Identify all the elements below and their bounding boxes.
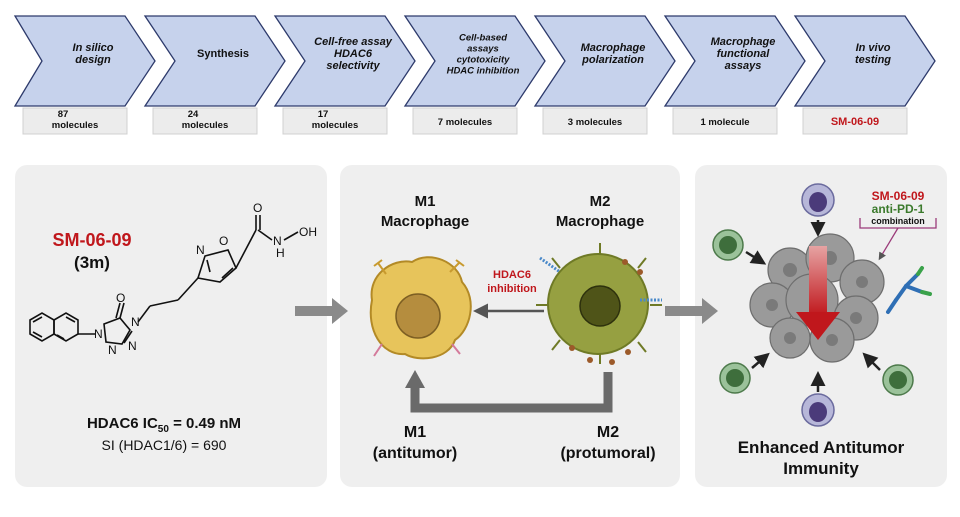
pipeline-step-title: assays xyxy=(467,44,499,55)
pipeline-step-title: Cell-free assay xyxy=(314,36,393,48)
ic50-label: HDAC6 IC50 = 0.49 nM xyxy=(87,415,241,435)
compound-panel xyxy=(15,165,327,487)
inhibition-label: inhibition xyxy=(487,283,537,295)
molecule-count: 7 molecules xyxy=(438,117,492,128)
pipeline-chevron xyxy=(663,15,806,107)
svg-text:H: H xyxy=(276,246,285,260)
pipeline-step-title: Macrophage xyxy=(581,42,646,54)
combo-drug: SM-06-09 xyxy=(872,189,925,203)
molecule-count-box xyxy=(802,107,908,135)
selectivity-index: SI (HDAC1/6) = 690 xyxy=(102,437,227,453)
molecule-count: 1 molecule xyxy=(700,117,749,128)
svg-text:N: N xyxy=(273,234,282,248)
attack-arrows xyxy=(745,220,881,392)
m2-bottom-label: M2 xyxy=(597,424,619,441)
svg-text:N: N xyxy=(108,343,117,357)
t-cell-right-bottom xyxy=(882,364,914,396)
m1-title-sub: Macrophage xyxy=(381,213,469,230)
pipeline-step-title: Cell-based xyxy=(459,33,507,44)
pipeline-step-title: In silico xyxy=(73,42,114,54)
molecule-count-box xyxy=(542,107,648,135)
loop-arrow xyxy=(405,370,613,413)
pipeline-step-title: In vivo xyxy=(856,42,891,54)
pipeline: In silicodesign87moleculesSynthesis24mol… xyxy=(13,15,936,135)
pipeline-step-title: cytotoxicity xyxy=(457,55,511,66)
molecule-count: molecules xyxy=(312,120,358,131)
molecule-count-box xyxy=(152,107,258,135)
pipeline-step-title: HDAC inhibition xyxy=(447,66,520,77)
m1-title: M1 xyxy=(415,193,436,210)
pipeline-chevron xyxy=(793,15,936,107)
molecule-count: 24 xyxy=(188,109,199,120)
molecule-count-box xyxy=(672,107,778,135)
molecule-count-box xyxy=(22,107,128,135)
pipeline-step-title: testing xyxy=(855,54,891,66)
structure-atoms: N O O N H OH O N N N N xyxy=(94,201,317,357)
m2-title-sub: Macrophage xyxy=(556,213,644,230)
pipeline-chevron xyxy=(13,15,156,107)
panel-arrow-1 xyxy=(295,298,348,324)
molecule-count: molecules xyxy=(182,120,228,131)
combo-label: combination xyxy=(871,216,925,226)
svg-text:N: N xyxy=(131,315,140,329)
tumor-reduction-arrow xyxy=(796,246,840,340)
pipeline-step-title: Synthesis xyxy=(197,48,249,60)
molecule-count: SM-06-09 xyxy=(831,116,879,128)
m2-bottom-sub: (protumoral) xyxy=(560,445,655,462)
nk-cell-bottom xyxy=(801,393,835,427)
pipeline-chevron xyxy=(533,15,676,107)
combo-pointer xyxy=(878,227,899,261)
svg-text:O: O xyxy=(219,234,228,248)
hdac6-label: HDAC6 xyxy=(493,269,531,281)
molecule-count-box xyxy=(412,107,518,135)
antibody-icon xyxy=(886,266,932,314)
pipeline-step-title: selectivity xyxy=(326,60,380,72)
molecule-count: 87 xyxy=(58,109,69,120)
nk-cell-top xyxy=(801,183,835,217)
svg-text:O: O xyxy=(116,291,125,305)
svg-text:N: N xyxy=(196,243,205,257)
svg-text:OH: OH xyxy=(299,225,317,239)
pipeline-step-title: Macrophage xyxy=(711,36,776,48)
combo-antibody: anti-PD-1 xyxy=(872,202,925,216)
molecule-count: 17 xyxy=(318,109,329,120)
m1-macrophage-cell xyxy=(369,256,472,360)
immunity-title-sub: Immunity xyxy=(783,459,859,478)
molecule-count: molecules xyxy=(52,120,98,131)
m1-bottom-label: M1 xyxy=(404,424,426,441)
immunity-title: Enhanced Antitumor xyxy=(738,438,905,457)
svg-text:O: O xyxy=(253,201,262,215)
chemical-structure xyxy=(29,215,299,345)
tumor-nuclei xyxy=(766,251,868,346)
pipeline-step-title: assays xyxy=(725,60,762,72)
immune-cells xyxy=(712,183,914,427)
panel-arrow-2 xyxy=(665,298,718,324)
svg-text:N: N xyxy=(128,339,137,353)
pipeline-chevron xyxy=(273,15,416,107)
compound-code: (3m) xyxy=(74,253,110,272)
compound-name: SM-06-09 xyxy=(52,230,131,250)
m1-bottom-sub: (antitumor) xyxy=(373,445,457,462)
pipeline-chevron xyxy=(403,15,546,107)
pipeline-step-title: polarization xyxy=(581,54,644,66)
m2-title: M2 xyxy=(590,193,611,210)
t-cell-left-bottom xyxy=(719,362,751,394)
pipeline-step-title: HDAC6 xyxy=(334,48,373,60)
pipeline-step-title: functional xyxy=(717,48,770,60)
pipeline-step-title: design xyxy=(75,54,111,66)
svg-text:N: N xyxy=(94,327,103,341)
pipeline-chevron xyxy=(143,15,286,107)
t-cell-left-top xyxy=(712,229,744,261)
m2-macrophage-cell xyxy=(536,243,662,365)
molecule-count-box xyxy=(282,107,388,135)
molecule-count: 3 molecules xyxy=(568,117,622,128)
